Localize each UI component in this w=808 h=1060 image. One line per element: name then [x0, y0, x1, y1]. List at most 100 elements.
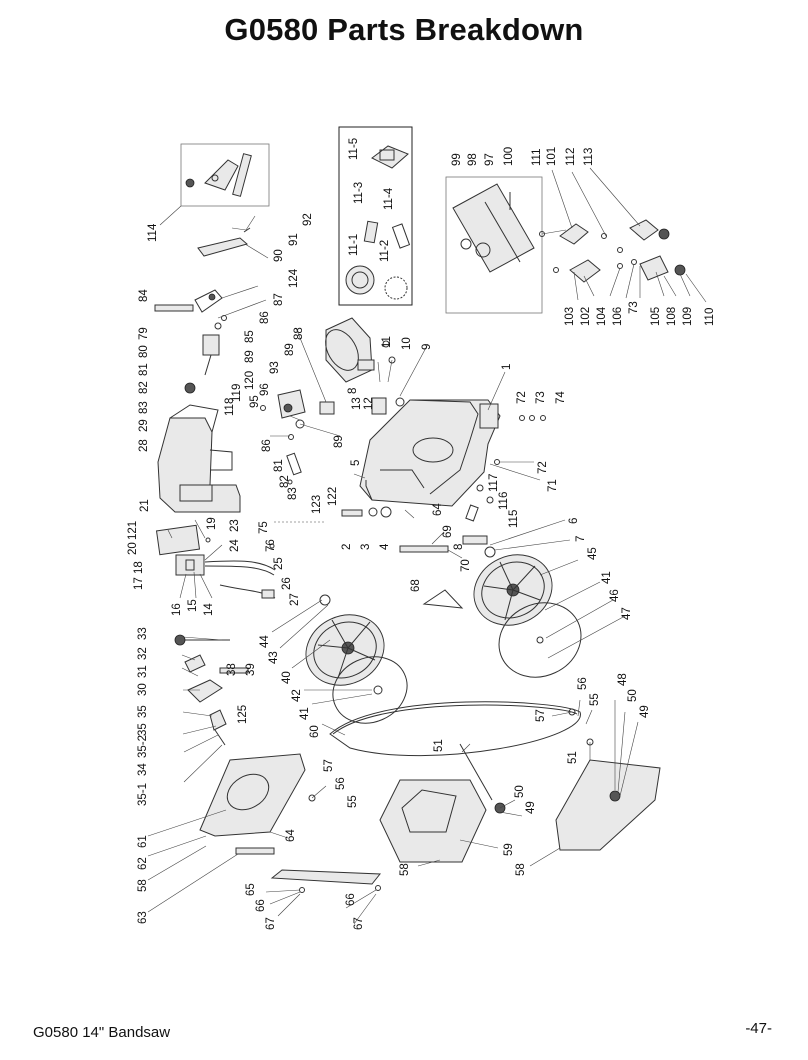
- callout-11-3: 11-3: [353, 182, 365, 204]
- callout-108: 108: [666, 307, 678, 326]
- callout-33: 33: [137, 627, 149, 640]
- callout-11: 11: [381, 336, 393, 348]
- leader-lines: [147, 167, 707, 925]
- table-assembly-box: [445, 176, 543, 314]
- callout-25: 25: [273, 557, 285, 570]
- drive-belt: [422, 589, 464, 609]
- callout-66b: 66: [345, 893, 357, 906]
- callout-125: 125: [237, 705, 249, 724]
- callout-13: 13: [351, 397, 363, 410]
- callout-18: 18: [133, 561, 145, 574]
- tire-and-blade: [329, 656, 581, 757]
- callout-50b: 50: [514, 785, 526, 798]
- callout-93: 93: [269, 361, 281, 374]
- callout-96: 96: [259, 383, 271, 396]
- upper-blade-guide: [184, 315, 227, 394]
- callout-26: 26: [281, 577, 293, 590]
- callout-67a: 67: [265, 917, 277, 930]
- callout-82b: 82: [279, 475, 291, 488]
- callout-49b: 49: [525, 801, 537, 814]
- callout-81b: 81: [273, 459, 285, 472]
- callout-104: 104: [596, 306, 608, 326]
- callout-56b: 56: [335, 777, 347, 790]
- callout-79: 79: [138, 327, 150, 340]
- callout-47: 47: [621, 607, 633, 620]
- callout-62: 62: [137, 857, 149, 870]
- callout-11-1: 11-1: [348, 234, 360, 256]
- screws-81-83: [286, 452, 302, 485]
- callout-60: 60: [309, 725, 321, 738]
- callout-87: 87: [273, 293, 285, 306]
- callout-32: 32: [137, 647, 149, 660]
- frame-spine: [157, 404, 241, 513]
- callout-46: 46: [609, 589, 621, 602]
- callout-84: 84: [138, 289, 150, 302]
- callout-11-4: 11-4: [383, 187, 395, 210]
- callout-7: 7: [575, 536, 587, 542]
- callout-4: 4: [379, 543, 391, 550]
- callout-58b: 58: [399, 863, 411, 876]
- callout-81a: 81: [138, 363, 150, 376]
- callout-74: 74: [555, 391, 567, 404]
- hardware-75-76: [269, 521, 325, 549]
- callout-70: 70: [460, 559, 472, 572]
- callout-91: 91: [288, 233, 300, 246]
- motor: [325, 317, 405, 415]
- callout-35-1: 35-1: [137, 783, 149, 806]
- callout-112: 112: [565, 148, 577, 166]
- callout-90: 90: [273, 249, 285, 262]
- tension-assembly: [174, 634, 249, 746]
- callout-55b: 55: [347, 795, 359, 808]
- bolt-washers-2-4: [341, 506, 392, 518]
- footer-manual-name: G0580 14" Bandsaw: [33, 1024, 171, 1041]
- callout-59: 59: [503, 843, 515, 856]
- callout-69: 69: [442, 525, 454, 538]
- callout-117: 117: [488, 474, 500, 492]
- callout-8b: 8: [453, 544, 465, 550]
- callout-66a: 66: [255, 899, 267, 912]
- page-title: G0580 Parts Breakdown: [224, 12, 584, 47]
- callout-110: 110: [704, 308, 716, 326]
- callout-38: 38: [226, 663, 238, 676]
- callout-124: 124: [288, 268, 300, 288]
- upper-wheel: [473, 554, 553, 626]
- callout-72b: 72: [537, 461, 549, 474]
- callout-102: 102: [580, 307, 592, 326]
- callout-98: 98: [467, 153, 479, 166]
- motor-box-parts: [345, 145, 411, 300]
- callout-8a: 8: [347, 388, 359, 394]
- callout-68: 68: [410, 579, 422, 592]
- callout-111: 111: [531, 149, 543, 166]
- callout-35-2: 35-2: [137, 735, 149, 758]
- callout-86b: 86: [261, 439, 273, 452]
- washers-72-74: [494, 415, 546, 465]
- callout-2: 2: [341, 544, 353, 550]
- callout-57a: 57: [535, 709, 547, 722]
- callout-56a: 56: [577, 677, 589, 690]
- callout-50a: 50: [627, 689, 639, 702]
- callout-42: 42: [291, 689, 303, 702]
- callout-121: 121: [127, 521, 139, 540]
- callout-55a: 55: [589, 693, 601, 706]
- callout-118: 118: [224, 398, 236, 416]
- callout-83a: 83: [138, 401, 150, 414]
- blade-guard-right: [555, 708, 661, 851]
- callout-83b: 83: [287, 487, 299, 500]
- callout-63: 63: [137, 911, 149, 924]
- callout-30: 30: [137, 683, 149, 696]
- callout-45: 45: [587, 547, 599, 560]
- callout-17: 17: [133, 577, 145, 590]
- footer-page-number: -47-: [745, 1020, 772, 1037]
- callout-57b: 57: [323, 759, 335, 772]
- callout-88: 88: [293, 327, 305, 340]
- callout-11-5: 11-5: [348, 138, 360, 160]
- callout-72a: 72: [516, 391, 528, 404]
- base-rail: [270, 869, 382, 893]
- callout-73a: 73: [628, 301, 640, 314]
- callout-3: 3: [360, 544, 372, 550]
- callout-100: 100: [503, 147, 515, 166]
- tension-parts-115-117: [465, 484, 494, 522]
- callout-116: 116: [498, 492, 510, 510]
- callout-1: 1: [501, 364, 513, 370]
- callout-31: 31: [137, 665, 149, 678]
